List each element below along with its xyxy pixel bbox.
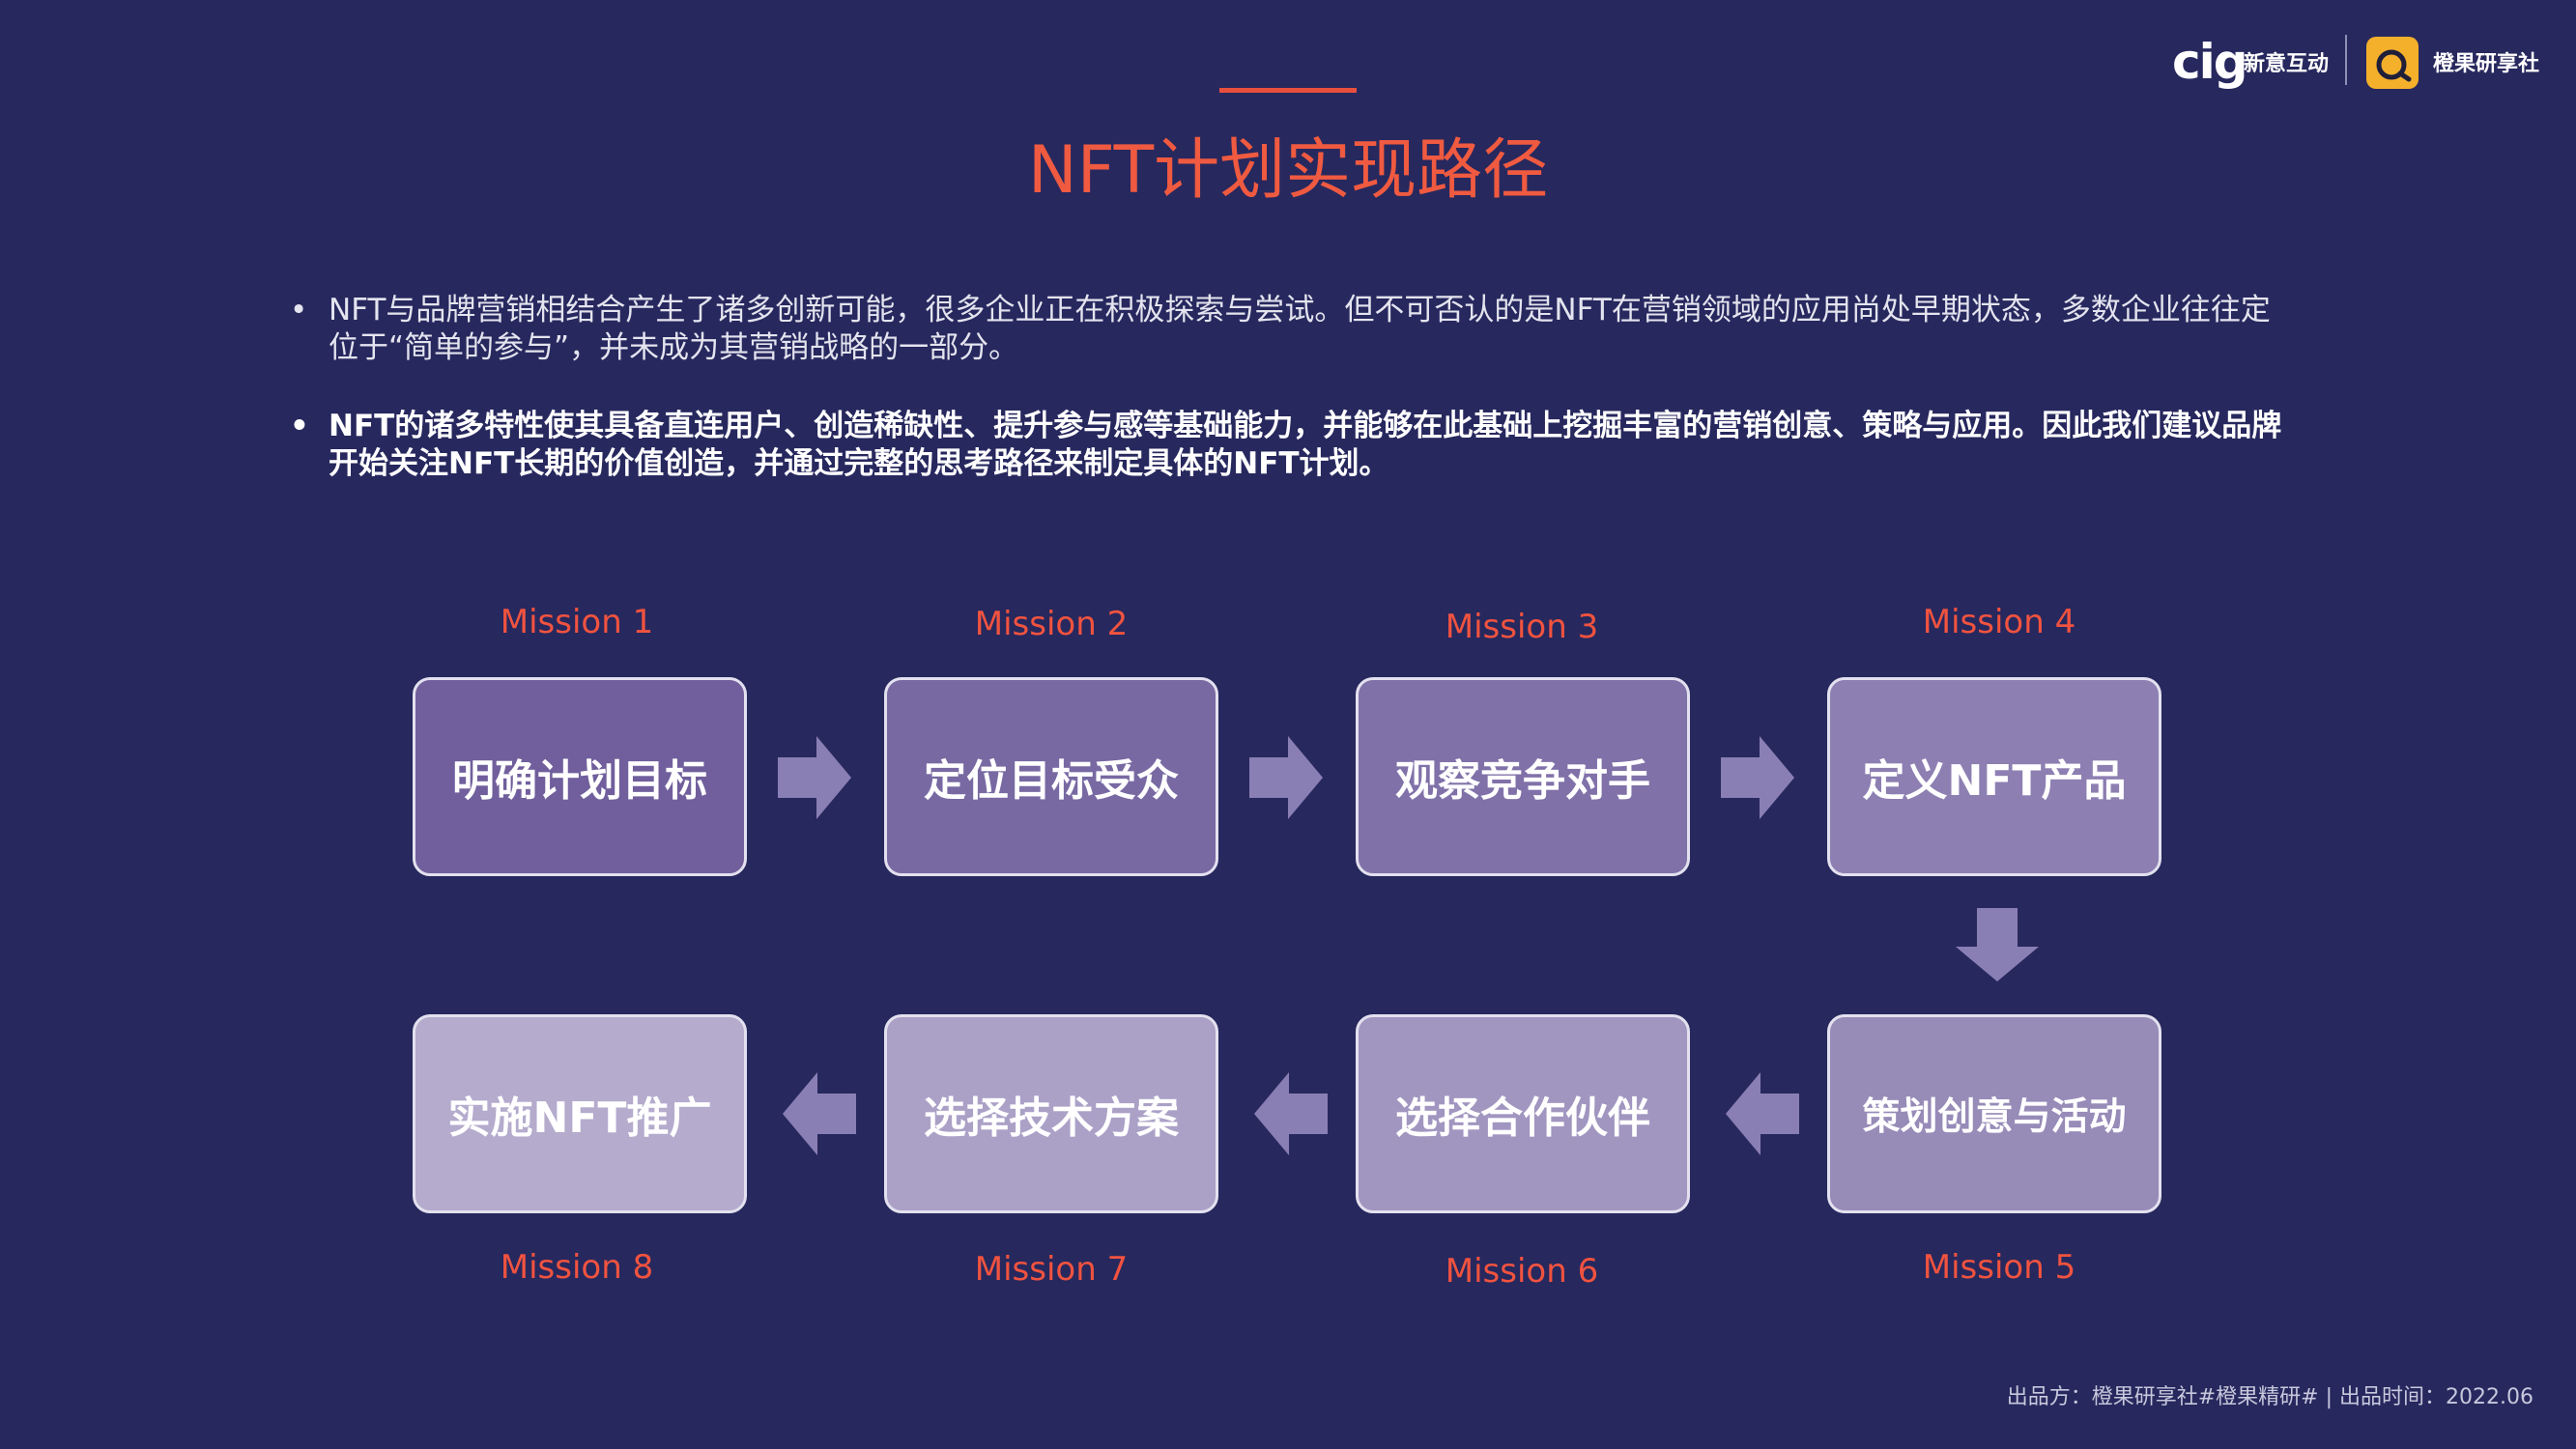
mission-3-text: 观察竞争对手 [1395,756,1650,806]
mission-7-box: 选择技术方案 [884,1014,1218,1213]
mission-1-label: Mission 1 [500,603,654,641]
arrow-right-icon [1721,736,1794,819]
footer-source: 出品方：橙果研享社#橙果精研# | 出品时间：2022.06 [2006,1385,2533,1409]
cig-logo: cig [2172,34,2248,90]
mission-2-box: 定位目标受众 [884,677,1218,876]
mission-8-label: Mission 8 [500,1248,654,1287]
bullet-dot: • [290,293,308,327]
mission-8-text: 实施NFT推广 [447,1094,712,1143]
mission-5-text: 策划创意与活动 [1862,1095,2127,1139]
mission-8-box: 实施NFT推广 [413,1014,747,1213]
mission-2-text: 定位目标受众 [924,756,1179,806]
mission-4-text: 定义NFT产品 [1862,756,2127,806]
mission-6-text: 选择合作伙伴 [1395,1094,1650,1143]
bullet-text: NFT与品牌营销相结合产生了诸多创新可能，很多企业正在积极探索与尝试。但不可否认… [329,293,2271,365]
mission-6-box: 选择合作伙伴 [1356,1014,1690,1213]
mission-3-label: Mission 3 [1445,608,1599,646]
bullet-item: • NFT的诸多特性使其具备直连用户、创造稀缺性、提升参与感等基础能力，并能够在… [290,408,2300,483]
mission-4-label: Mission 4 [1922,603,2076,641]
mission-2-label: Mission 2 [974,605,1129,643]
logo-divider [2345,35,2347,85]
arrow-right-icon [778,736,851,819]
intro-bullets: • NFT与品牌营销相结合产生了诸多创新可能，很多企业正在积极探索与尝试。但不可… [290,292,2300,483]
mission-4-box: 定义NFT产品 [1827,677,2161,876]
mission-1-box: 明确计划目标 [413,677,747,876]
mission-7-text: 选择技术方案 [924,1094,1179,1143]
mission-7-label: Mission 7 [974,1250,1129,1289]
title-accent-bar [1219,88,1357,93]
mission-5-label: Mission 5 [1922,1248,2076,1287]
bullet-text: NFT的诸多特性使其具备直连用户、创造稀缺性、提升参与感等基础能力，并能够在此基… [329,409,2282,481]
page-title: NFT计划实现路径 [1027,132,1549,209]
arrow-left-icon [1254,1072,1328,1155]
mission-6-label: Mission 6 [1445,1252,1599,1291]
mission-5-box: 策划创意与活动 [1827,1014,2161,1213]
mission-3-box: 观察竞争对手 [1356,677,1690,876]
arrow-down-icon [1956,908,2039,981]
arrow-left-icon [783,1072,856,1155]
cig-brand-name: 新意互动 [2244,52,2330,76]
mission-1-text: 明确计划目标 [452,756,707,806]
arrow-right-icon [1249,736,1323,819]
bullet-dot: • [290,409,309,443]
arrow-left-icon [1726,1072,1799,1155]
bullet-item: • NFT与品牌营销相结合产生了诸多创新可能，很多企业正在积极探索与尝试。但不可… [290,292,2300,367]
orange-logo-icon [2366,37,2419,89]
orange-brand-name: 橙果研享社 [2433,52,2540,76]
